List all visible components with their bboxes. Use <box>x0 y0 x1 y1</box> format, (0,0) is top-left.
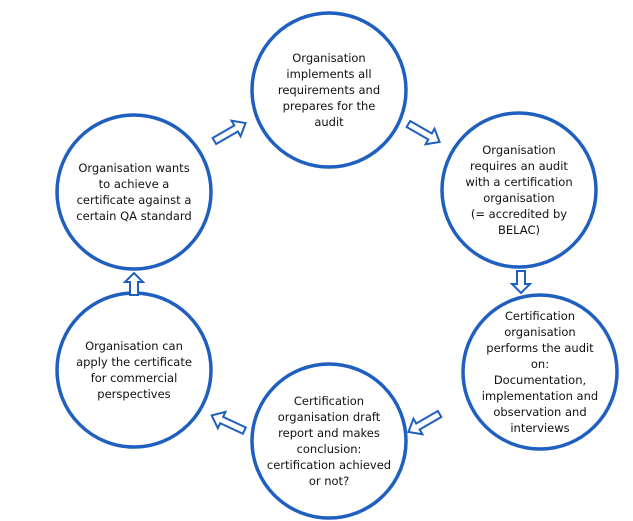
step-label-implement: Organisation implements all requirements… <box>277 51 381 129</box>
step-label-request: Organisation requires an audit with a ce… <box>465 143 573 237</box>
step-circle-want <box>55 113 213 271</box>
step-circle-report <box>250 362 408 520</box>
arrow-up-icon <box>122 271 146 296</box>
arrow-down-icon <box>509 270 533 295</box>
arrow-down-right-icon <box>405 119 441 146</box>
arrow-down-left-icon <box>407 409 443 436</box>
step-circle-perform <box>461 293 619 451</box>
arrow-left-icon <box>210 410 248 436</box>
step-label-want: Organisation wants to achieve a certific… <box>76 161 192 223</box>
step-circle-request <box>440 111 598 269</box>
step-label-perform: Certification organisation performs the … <box>481 309 599 435</box>
arrow-up-right-icon <box>211 119 247 146</box>
step-label-apply: Organisation can apply the certificate f… <box>76 339 192 401</box>
step-circle-implement <box>250 11 408 169</box>
step-label-report: Certification organisation draft report … <box>266 394 392 488</box>
